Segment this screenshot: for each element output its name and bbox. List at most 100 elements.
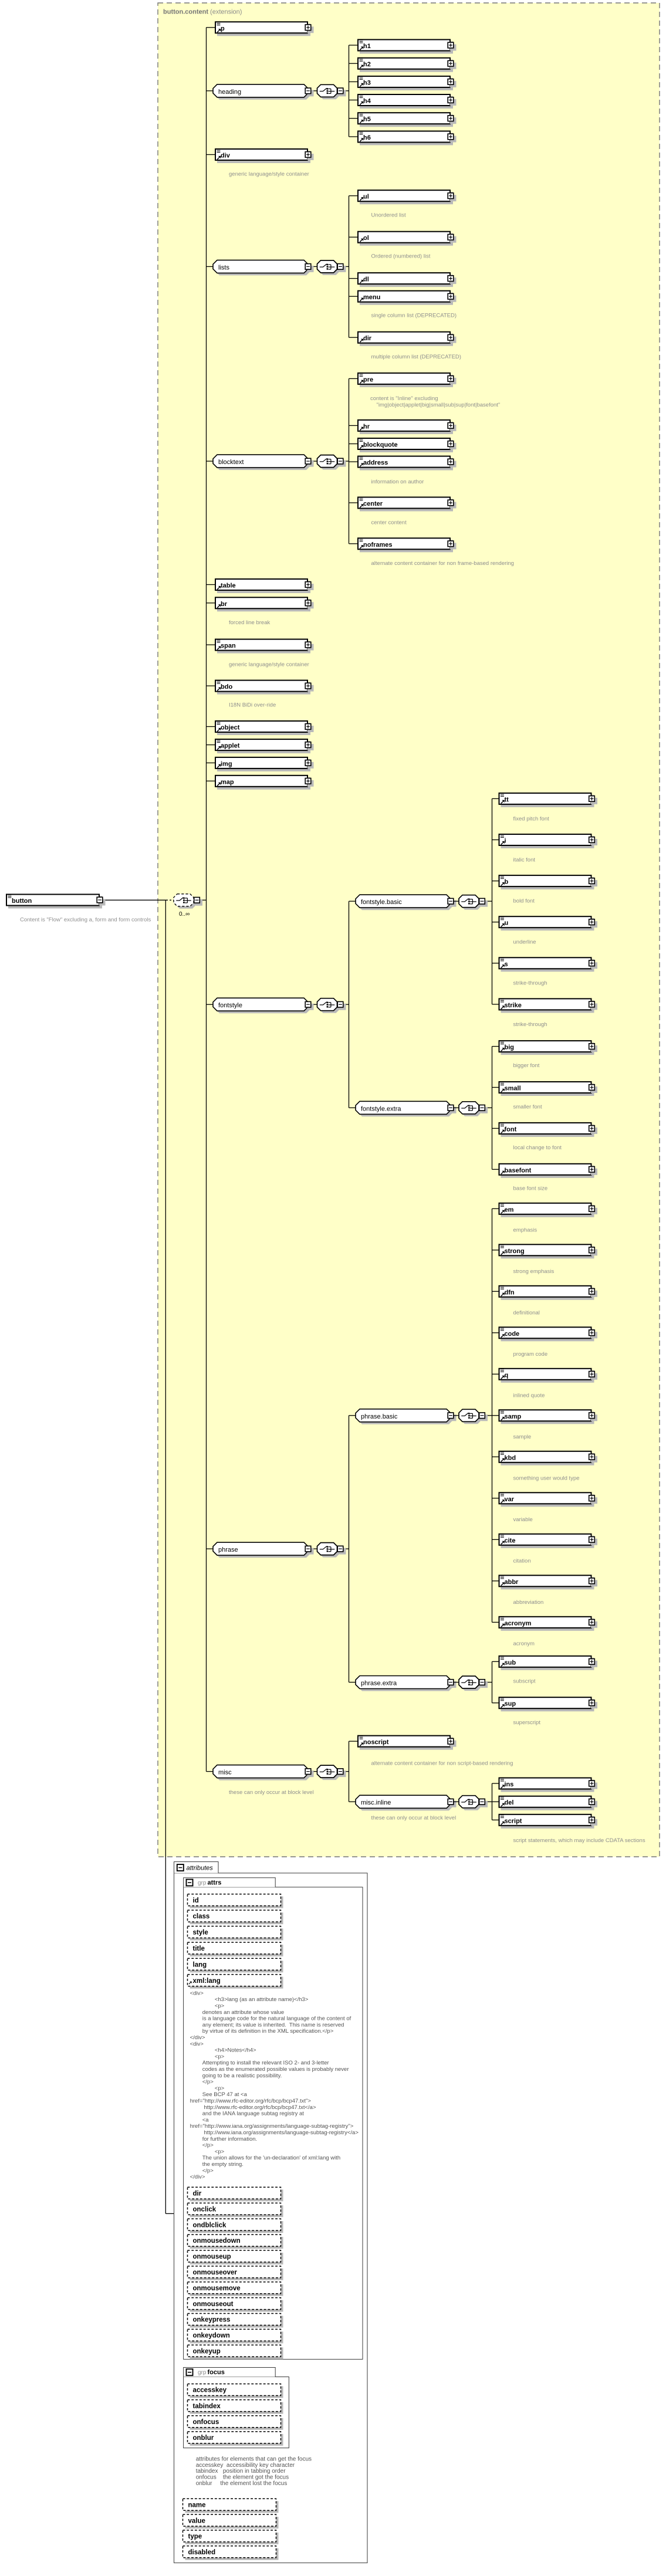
svg-text:bigger font: bigger font [513, 1062, 540, 1069]
svg-text:address: address [363, 459, 388, 466]
svg-text:ins: ins [505, 1781, 514, 1788]
svg-text:</p>: </p> [202, 2079, 214, 2086]
svg-text:grp: grp [198, 1880, 207, 1887]
svg-text:span: span [221, 642, 236, 649]
svg-text:object: object [221, 725, 240, 732]
svg-text:alternate content container fo: alternate content container for non scri… [371, 1761, 513, 1767]
svg-text:script statements, which may i: script statements, which may include CDA… [513, 1837, 645, 1844]
svg-text:button: button [12, 898, 32, 905]
svg-text:fontstyle.extra: fontstyle.extra [361, 1105, 401, 1112]
svg-text:kbd: kbd [505, 1454, 516, 1461]
svg-text:blockquote: blockquote [363, 442, 398, 449]
svg-text:onmousemove: onmousemove [193, 2285, 241, 2292]
svg-text:onfocus: onfocus [193, 2419, 219, 2426]
svg-text:href="http://www.rfc-editor.or: href="http://www.rfc-editor.org/rfc/bcp/… [190, 2098, 312, 2104]
svg-text:style: style [193, 1930, 208, 1937]
svg-text:tabindex position in tabbing: tabindex position in tabbing order [196, 2468, 286, 2475]
svg-text:h3: h3 [363, 79, 371, 86]
svg-text:<h3>lang (as an attribute name: <h3>lang (as an attribute name)</h3> [215, 1996, 309, 2003]
svg-text:accesskey: accesskey [193, 2387, 227, 2394]
svg-text:dl: dl [363, 276, 369, 283]
svg-text:<p>: <p> [215, 2148, 225, 2155]
svg-text:table: table [221, 583, 236, 590]
svg-text:multiple column list (DEPRECAT: multiple column list (DEPRECATED) [371, 354, 461, 360]
svg-text:going to be a realistic possib: going to be a realistic possibility. [202, 2073, 282, 2079]
svg-text:by virtue of its definition in: by virtue of its definition in the XML s… [202, 2028, 334, 2035]
svg-text:http://www.iana.org/assignment: http://www.iana.org/assignments/language… [204, 2130, 359, 2136]
svg-text:lang: lang [193, 1961, 207, 1968]
svg-text:sample: sample [513, 1434, 532, 1440]
svg-text:citation: citation [513, 1558, 531, 1564]
svg-text:phrase.basic: phrase.basic [361, 1413, 398, 1420]
svg-text:img: img [221, 760, 232, 767]
svg-text:s: s [505, 961, 508, 968]
svg-text:any element; its value is inhe: any element; its value is inherited. Thi… [202, 2022, 344, 2028]
svg-text:strike: strike [505, 1002, 522, 1009]
svg-text:</div>: </div> [190, 2035, 205, 2041]
svg-text:ondblclick: ondblclick [193, 2222, 226, 2229]
svg-text:u: u [505, 920, 509, 927]
svg-text:bold font: bold font [513, 898, 535, 905]
svg-text:single column list (DEPRECATED: single column list (DEPRECATED) [371, 312, 457, 319]
svg-text:heading: heading [218, 89, 241, 96]
svg-text:title: title [193, 1945, 205, 1952]
svg-text:id: id [193, 1897, 199, 1904]
svg-text:<p>: <p> [215, 2085, 225, 2091]
svg-text:h4: h4 [363, 98, 371, 105]
svg-text:onfocus the element got the: onfocus the element got the focus [196, 2474, 289, 2480]
svg-text:base font size: base font size [513, 1185, 548, 1191]
svg-text:attributes for elements that c: attributes for elements that can get the… [196, 2456, 312, 2462]
svg-text:br: br [221, 601, 228, 608]
svg-text:</div>: </div> [190, 2174, 205, 2181]
svg-text:onmouseout: onmouseout [193, 2301, 234, 2308]
svg-text:h6: h6 [363, 134, 371, 141]
svg-text:underline: underline [513, 939, 536, 946]
svg-text:dfn: dfn [505, 1289, 515, 1296]
svg-text:cite: cite [505, 1537, 516, 1544]
svg-text:focus: focus [208, 2369, 225, 2376]
svg-text:program code: program code [513, 1351, 548, 1358]
svg-text:button.content (extension): button.content (extension) [163, 9, 242, 16]
svg-text:definitional: definitional [513, 1309, 540, 1316]
svg-text:tabindex: tabindex [193, 2403, 221, 2410]
svg-text:noframes: noframes [363, 541, 393, 549]
svg-text:these can only occur at block: these can only occur at block level [229, 1789, 314, 1796]
svg-text:<p>: <p> [215, 2003, 225, 2009]
svg-text:smaller font: smaller font [513, 1103, 542, 1110]
svg-text:type: type [188, 2533, 202, 2540]
svg-text:value: value [188, 2517, 205, 2524]
svg-text:</p>: </p> [202, 2142, 214, 2149]
svg-text:i: i [505, 838, 506, 845]
svg-text:something user would type: something user would type [513, 1475, 580, 1481]
svg-text:p: p [221, 25, 225, 32]
svg-text:phrase.extra: phrase.extra [361, 1680, 397, 1687]
svg-text:See BCP 47 at <a: See BCP 47 at <a [202, 2091, 248, 2098]
svg-text:href="http://www.iana.org/assi: href="http://www.iana.org/assignments/la… [190, 2123, 354, 2130]
svg-text:local change to font: local change to font [513, 1145, 562, 1151]
svg-text:onmousedown: onmousedown [193, 2238, 241, 2245]
svg-text:misc: misc [218, 1769, 232, 1776]
svg-text:"img|object|applet|big|small|s: "img|object|applet|big|small|sub|sup|fon… [377, 402, 501, 408]
svg-text:disabled: disabled [188, 2549, 216, 2556]
svg-text:emphasis: emphasis [513, 1227, 537, 1233]
svg-text:generic language/style contain: generic language/style container [229, 662, 309, 668]
svg-text:onmouseover: onmouseover [193, 2269, 238, 2276]
svg-text:Ordered (numbered) list: Ordered (numbered) list [371, 253, 431, 260]
svg-text:onblur: onblur [193, 2435, 214, 2442]
svg-text:<p>: <p> [215, 2053, 225, 2060]
svg-text:and the IANA language subtag r: and the IANA language subtag registry at [202, 2111, 305, 2117]
svg-text:basefont: basefont [505, 1167, 532, 1174]
svg-text:<h4>Notes</h4>: <h4>Notes</h4> [215, 2047, 256, 2054]
svg-text:name: name [188, 2502, 206, 2509]
svg-text:onkeypress: onkeypress [193, 2317, 231, 2324]
svg-text:blocktext: blocktext [218, 459, 244, 466]
svg-text:dir: dir [363, 335, 372, 342]
svg-text:<div>: <div> [190, 2041, 204, 2047]
svg-text:onmouseup: onmouseup [193, 2253, 231, 2260]
svg-text:</p>: </p> [202, 2168, 214, 2174]
svg-text:em: em [505, 1206, 514, 1213]
svg-text:phrase: phrase [218, 1546, 238, 1553]
svg-text:grp: grp [198, 2369, 207, 2376]
svg-text:applet: applet [221, 743, 240, 750]
svg-text:Attempting to install the rele: Attempting to install the relevant ISO 2… [202, 2060, 329, 2066]
